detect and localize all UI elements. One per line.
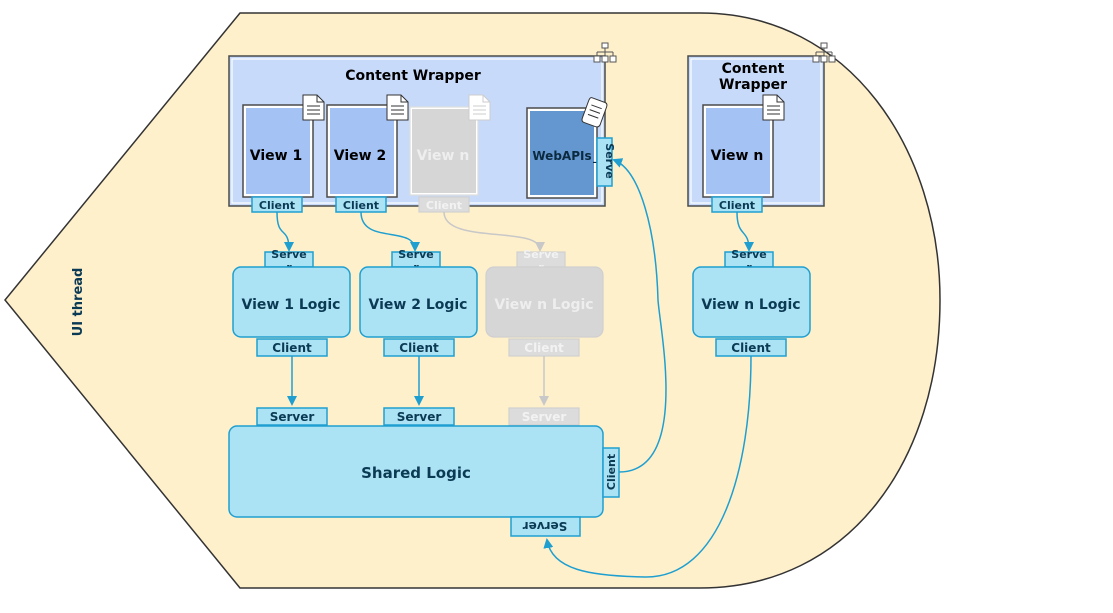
- content-wrapper-side-title-1: Content: [722, 61, 785, 77]
- view-n-faded-label: View n: [417, 148, 470, 164]
- shared-server-port-n-faded-label: Server: [522, 410, 567, 424]
- script-icon: [581, 97, 608, 128]
- shared-server-port-2[interactable]: [383, 407, 455, 426]
- logic-n-faded-client-port-label: Client: [524, 341, 564, 355]
- logic-n-faded-server-port-label: Serve: [523, 248, 558, 261]
- document-icon-faded: [468, 94, 491, 121]
- webapis-label: WebAPIs: [532, 149, 591, 163]
- shared-server-port-1[interactable]: [256, 407, 328, 426]
- view-n-faded-box[interactable]: [412, 109, 476, 193]
- view-n-logic-label: View n Logic: [701, 297, 800, 313]
- shared-server-port-2-label: Server: [397, 410, 442, 424]
- view-2-label: View 2: [334, 148, 386, 164]
- logic-2-client-port-label: Client: [399, 341, 439, 355]
- view-1-box[interactable]: [246, 108, 310, 194]
- view-n-logic-box[interactable]: [692, 266, 811, 338]
- view-2-box[interactable]: [330, 108, 394, 194]
- shared-server-port-n-faded[interactable]: [508, 407, 580, 426]
- view-n-box[interactable]: [706, 108, 770, 194]
- arrow-shared-to-webapis: [612, 158, 667, 473]
- view-1-label: View 1: [250, 148, 302, 164]
- arrow-logicn-to-shared-bottom: [543, 355, 752, 578]
- hierarchy-icon: [812, 42, 836, 63]
- webapis-server-port-label: Serve: [603, 143, 616, 178]
- logic-n-client-port-label: Client: [731, 341, 771, 355]
- ui-thread-label: UI thread: [71, 268, 86, 337]
- shared-logic-label: Shared Logic: [361, 464, 471, 482]
- webapis-box[interactable]: [530, 111, 594, 195]
- webapis-label-tail: _: [593, 149, 599, 164]
- view-1-logic-box[interactable]: [232, 266, 351, 338]
- shared-bottom-server-port-label: Server: [523, 519, 568, 533]
- view-2-client-port-label: Client: [343, 199, 379, 212]
- shared-server-port-1-label: Server: [270, 410, 315, 424]
- content-wrapper-main-title: Content Wrapper: [345, 68, 481, 84]
- webapis-server-port[interactable]: [596, 137, 613, 187]
- logic-1-client-port-label: Client: [272, 341, 312, 355]
- document-icon: [386, 94, 409, 121]
- view-n-client-port-label: Client: [719, 199, 755, 212]
- document-icon: [302, 94, 325, 121]
- shared-client-port-label: Client: [605, 454, 618, 490]
- document-icon: [762, 94, 785, 121]
- view-2-logic-label: View 2 Logic: [369, 297, 468, 313]
- logic-1-server-port-label: Serve: [271, 248, 306, 261]
- view-1-client-port-label: Client: [259, 199, 295, 212]
- arrow-viewn-to-logic: [736, 211, 754, 252]
- content-wrapper-side-title-2: Wrapper: [719, 77, 787, 93]
- arrow-viewn-faded-to-logic: [443, 211, 545, 252]
- hierarchy-icon: [593, 42, 617, 63]
- arrow-view2-to-logic2: [360, 211, 420, 252]
- logic-2-server-port-label: Serve: [398, 248, 433, 261]
- arrow-view1-to-logic1: [276, 211, 294, 252]
- view-2-logic-box[interactable]: [359, 266, 478, 338]
- view-n-faded-client-port-label: Client: [426, 199, 462, 212]
- view-n-faded-logic-label: View n Logic: [494, 297, 593, 313]
- logic-n-server-port-label: Serve: [731, 248, 766, 261]
- shared-bottom-server-port[interactable]: [510, 516, 581, 537]
- view-n-faded-logic-box[interactable]: [485, 266, 604, 338]
- view-1-logic-label: View 1 Logic: [242, 297, 341, 313]
- view-n-label: View n: [711, 148, 764, 164]
